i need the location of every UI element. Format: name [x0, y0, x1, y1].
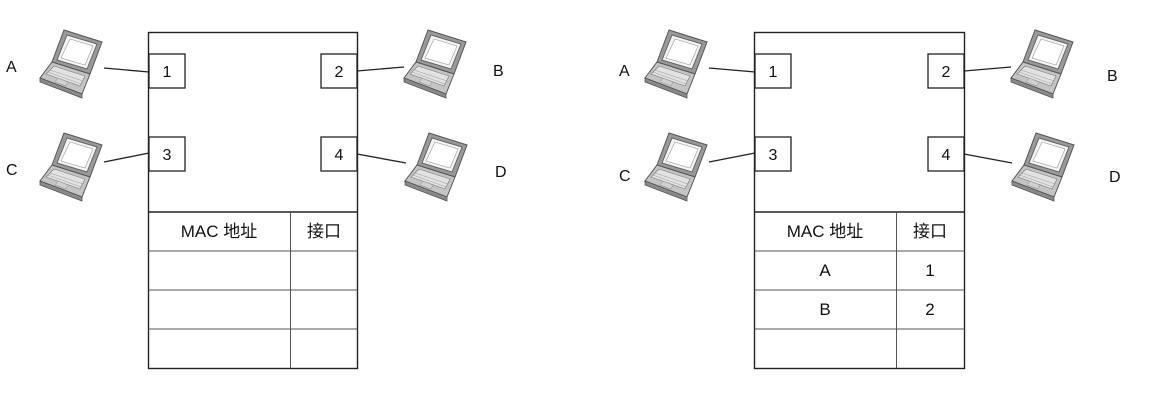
port-4-label: 4 — [942, 147, 951, 164]
laptop-c-icon — [644, 132, 708, 202]
host-d-label: D — [495, 164, 507, 181]
laptop-d-icon — [1011, 132, 1075, 202]
port-2 — [927, 53, 965, 89]
port-4 — [927, 136, 965, 172]
port-2 — [320, 53, 358, 89]
diagram-left: MAC 地址 接口 1 2 3 4 A B C D — [6, 29, 507, 370]
table-cell: A — [819, 261, 831, 280]
link-d — [963, 153, 1013, 164]
host-b-label: B — [493, 63, 504, 80]
table-cell: B — [819, 300, 830, 319]
host-a-label: A — [619, 63, 630, 80]
port-1 — [148, 53, 186, 89]
table-cell: 2 — [925, 300, 934, 319]
port-2-label: 2 — [335, 64, 344, 81]
link-a — [708, 67, 756, 73]
port-3 — [148, 136, 186, 172]
laptop-b-icon — [1010, 29, 1074, 99]
link-b — [963, 66, 1012, 72]
laptop-d-icon — [404, 132, 468, 202]
laptop-c-icon — [39, 132, 103, 202]
laptop-a-icon — [644, 29, 708, 99]
port-3 — [754, 136, 792, 172]
host-b-label: B — [1107, 68, 1118, 85]
port-2-label: 2 — [942, 64, 951, 81]
link-b — [356, 66, 405, 72]
laptop-b-icon — [403, 29, 467, 99]
diagram-right: MAC 地址 接口 A 1 B 2 1 2 3 4 A B C D — [619, 29, 1121, 370]
port-4-label: 4 — [335, 147, 344, 164]
host-a-label: A — [6, 59, 17, 76]
link-a — [103, 67, 150, 73]
link-c — [103, 152, 150, 163]
table-cell: 1 — [925, 261, 934, 280]
table-header-mac: MAC 地址 — [787, 222, 864, 241]
port-1-label: 1 — [769, 64, 778, 81]
port-3-label: 3 — [769, 147, 778, 164]
link-d — [356, 153, 407, 164]
table-header-port: 接口 — [307, 222, 341, 241]
laptop-a-icon — [39, 29, 103, 99]
link-c — [708, 152, 756, 163]
table-header-mac: MAC 地址 — [181, 222, 258, 241]
port-3-label: 3 — [163, 147, 172, 164]
host-c-label: C — [6, 162, 18, 179]
port-1 — [754, 53, 792, 89]
port-4 — [320, 136, 358, 172]
port-1-label: 1 — [163, 64, 172, 81]
host-d-label: D — [1109, 169, 1121, 186]
table-header-port: 接口 — [913, 222, 947, 241]
host-c-label: C — [619, 168, 631, 185]
